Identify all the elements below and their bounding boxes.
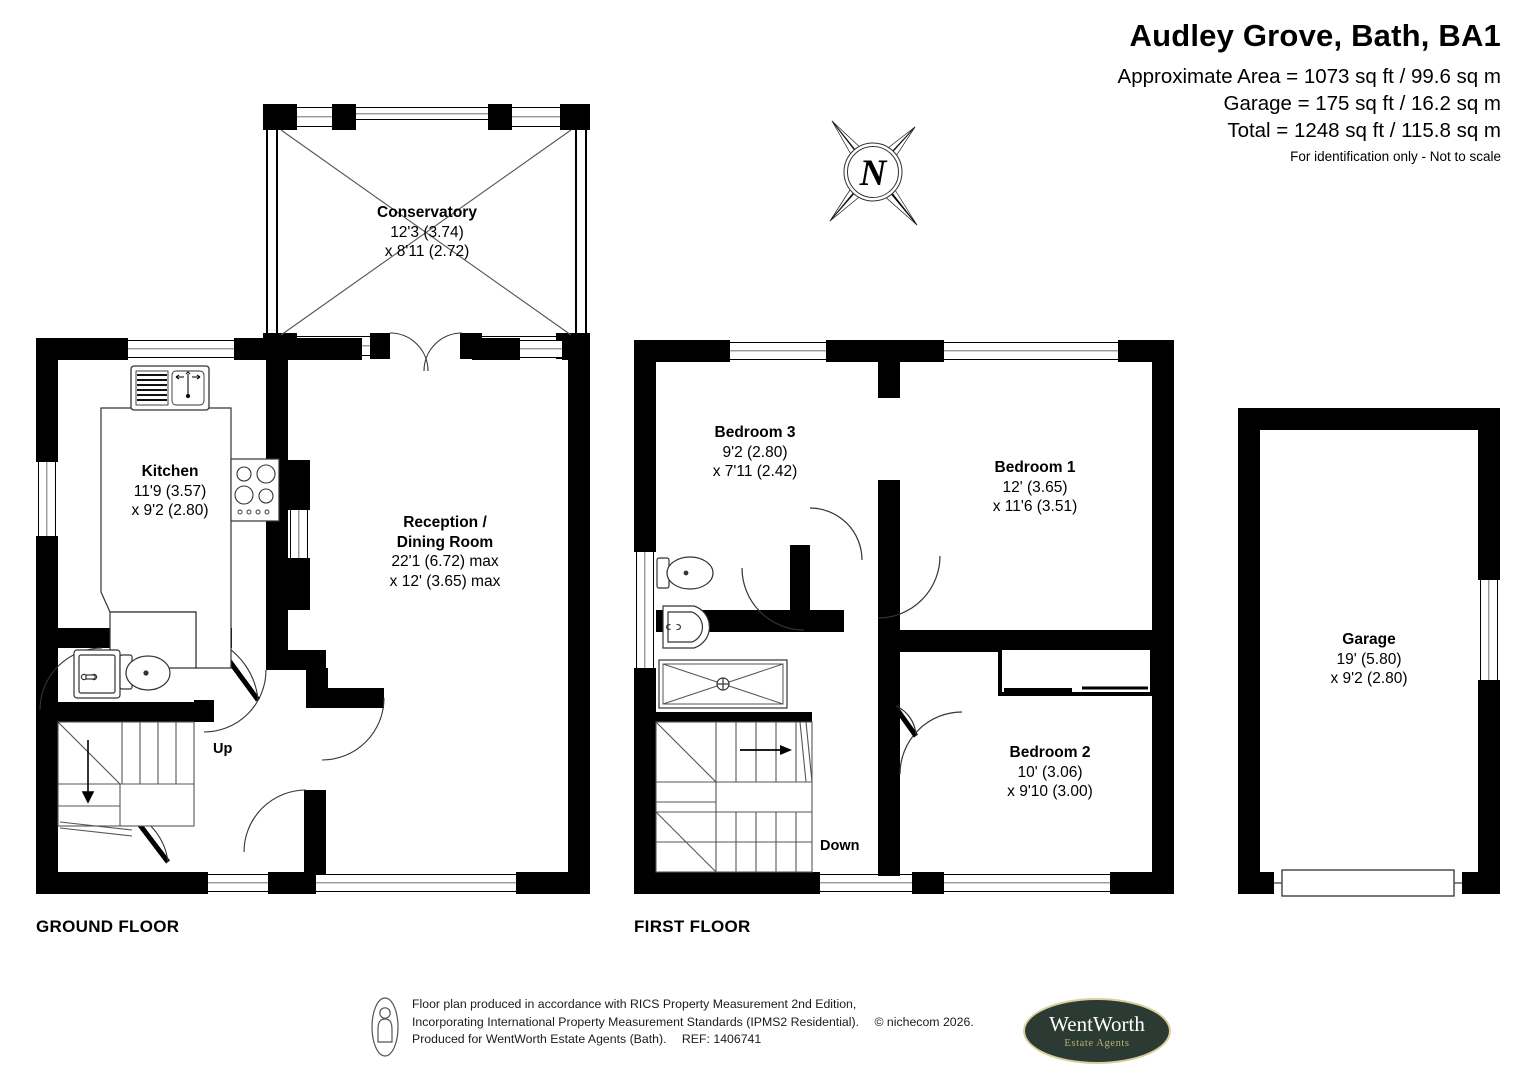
bedroom1-dim-1: 12' (3.65) xyxy=(1002,478,1068,496)
kitchen-label: Kitchen 11'9 (3.57) x 9'2 (2.80) xyxy=(60,462,280,521)
bedroom1-label: Bedroom 1 12' (3.65) x 11'6 (3.51) xyxy=(920,458,1150,517)
approximate-area-text: Approximate Area = 1073 sq ft / 99.6 sq … xyxy=(1117,64,1501,88)
conservatory-name: Conservatory xyxy=(377,204,477,221)
garage-wall-left xyxy=(1238,408,1260,894)
stairs-up-label: Up xyxy=(213,741,233,757)
bedroom2-wardrobe xyxy=(998,646,1154,696)
first-floor-caption: FIRST FLOOR xyxy=(634,917,751,936)
reception-name-line-2: Dining Room xyxy=(396,533,494,551)
bedroom3-label: Bedroom 3 9'2 (2.80) x 7'11 (2.42) xyxy=(640,423,870,482)
plan-footer: Floor plan produced in accordance with R… xyxy=(370,996,974,1058)
ground-floor-plan: Conservatory 12'3 (3.74) x 8'11 (2.72) xyxy=(0,0,640,950)
sink-drainer-icon xyxy=(135,370,205,406)
kitchen-dim-2: x 9'2 (2.80) xyxy=(131,502,209,520)
person-icon xyxy=(371,997,399,1057)
garage-wall-right-upper xyxy=(1478,408,1500,580)
garage-wall-bottom-left xyxy=(1238,872,1274,894)
hob-icon xyxy=(230,458,280,522)
logo-tagline: Estate Agents xyxy=(1064,1037,1130,1049)
reception-name-line-1: Reception / xyxy=(403,514,487,531)
bedroom2-dim-1: 10' (3.06) xyxy=(1017,763,1083,781)
bedroom2-name: Bedroom 2 xyxy=(1009,744,1091,761)
garage-dim-1: 19' (5.80) xyxy=(1336,650,1402,668)
garage-label: Garage 19' (5.80) x 9'2 (2.80) xyxy=(1254,630,1484,689)
reception-dim-2: x 12' (3.65) max xyxy=(389,573,501,591)
ground-floor-caption: GROUND FLOOR xyxy=(36,917,180,936)
bedroom2-label: Bedroom 2 10' (3.06) x 9'10 (3.00) xyxy=(935,743,1165,802)
bedroom1-dim-2: x 11'6 (3.51) xyxy=(992,498,1078,516)
conservatory-dim-2: x 8'11 (2.72) xyxy=(384,243,470,261)
rics-line-1: Floor plan produced in accordance with R… xyxy=(412,997,857,1011)
reception-dim-1: 22'1 (6.72) max xyxy=(391,553,499,571)
plan-header: Audley Grove, Bath, BA1 Approximate Area… xyxy=(1118,18,1501,164)
reference-number: REF: 1406741 xyxy=(681,1032,762,1047)
conservatory-label: Conservatory 12'3 (3.74) x 8'11 (2.72) xyxy=(297,203,557,262)
garage-name: Garage xyxy=(1342,631,1396,648)
garage-wall-top xyxy=(1238,408,1500,430)
kitchen-name: Kitchen xyxy=(141,463,199,480)
bedroom1-name: Bedroom 1 xyxy=(994,459,1076,476)
kitchen-dim-1: 11'9 (3.57) xyxy=(133,482,207,500)
first-floor-doors xyxy=(741,507,963,775)
garage-dim-2: x 9'2 (2.80) xyxy=(1330,670,1408,688)
compass-rose: N xyxy=(818,113,928,231)
bedroom2-dim-2: x 9'10 (3.00) xyxy=(1007,783,1093,801)
first-floor-staircase xyxy=(655,721,813,873)
garage-wall-bottom-right xyxy=(1462,872,1500,894)
rics-line-2: Incorporating International Property Mea… xyxy=(412,1014,860,1029)
stairs-down-label: Down xyxy=(820,838,860,854)
bedroom3-dim-1: 9'2 (2.80) xyxy=(722,443,788,461)
garage-door-icon xyxy=(1274,869,1462,897)
conservatory-dim-1: 12'3 (3.74) xyxy=(390,223,464,241)
ground-floor-wc-fittings xyxy=(73,649,171,699)
garage-plan: Garage 19' (5.80) x 9'2 (2.80) xyxy=(0,0,1527,950)
bedroom3-name: Bedroom 3 xyxy=(714,424,796,441)
page-title: Audley Grove, Bath, BA1 xyxy=(1129,18,1501,53)
ground-floor-staircase xyxy=(57,721,195,837)
total-area-text: Total = 1248 sq ft / 115.8 sq m xyxy=(1227,119,1501,143)
compass-north-letter: N xyxy=(859,153,888,194)
garage-side-door xyxy=(1480,580,1498,680)
produced-for-text: Produced for WentWorth Estate Agents (Ba… xyxy=(412,1032,667,1047)
garage-area-text: Garage = 175 sq ft / 16.2 sq m xyxy=(1223,91,1501,115)
reception-dining-label: Reception / Dining Room 22'1 (6.72) max … xyxy=(310,513,580,592)
conservatory-french-doors xyxy=(389,332,463,372)
copyright-text: © nichecom 2026. xyxy=(874,1014,974,1029)
garage-wall-right-lower xyxy=(1478,680,1500,894)
wentworth-logo: WentWorth Estate Agents xyxy=(1023,998,1171,1064)
first-floor-bathroom-fittings xyxy=(656,556,788,709)
logo-name: WentWorth xyxy=(1049,1011,1145,1036)
conservatory-roof-diagonals xyxy=(280,129,572,336)
identification-disclaimer: For identification only - Not to scale xyxy=(1290,149,1501,165)
bedroom3-dim-2: x 7'11 (2.42) xyxy=(712,463,798,481)
first-floor-plan: Down Bedroom 3 9'2 (2.80) x 7'11 (2.42) … xyxy=(0,0,1200,950)
